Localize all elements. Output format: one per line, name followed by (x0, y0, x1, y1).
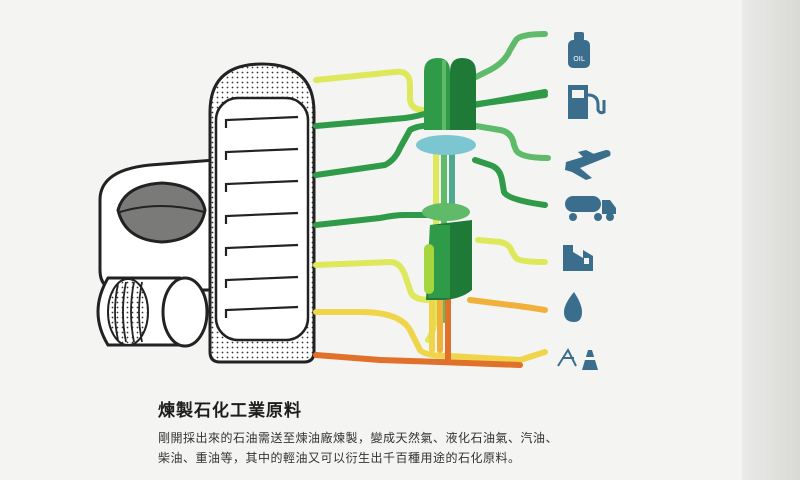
flow-to-plane (467, 122, 551, 161)
caption-title: 煉製石化工業原料 (158, 401, 302, 421)
factory-icon (563, 245, 593, 271)
road-cone-icon (557, 347, 598, 370)
flow-green-3 (313, 212, 433, 228)
caption-body: 剛開採出來的石油需送至煉油廠煉製，變成天然氣、液化石油氣、汽油、 柴油、重油等，… (158, 428, 588, 468)
flow-to-drop (467, 297, 548, 313)
gas-pump-icon (568, 85, 606, 119)
flow-to-oil-bottle (467, 31, 548, 83)
flow-yellow-1 (313, 259, 433, 303)
distillation-column (208, 62, 316, 364)
caption-line-1: 剛開採出來的石油需送至煉油廠煉製，變成天然氣、液化石油氣、汽油、 (158, 431, 559, 445)
flow-yellow-2 (313, 309, 548, 363)
wall-edge (742, 0, 800, 480)
crude-tank (98, 158, 217, 292)
processing-units (416, 58, 476, 300)
flow-pale-yellow-top (313, 68, 433, 114)
flow-to-factory (475, 237, 548, 265)
airplane-icon (565, 150, 611, 180)
oil-drop-icon (564, 292, 582, 322)
product-icons: OIL (557, 32, 616, 370)
flow-orange (313, 352, 523, 368)
pipe-cylinder (96, 276, 209, 348)
tanker-truck-icon (565, 196, 616, 221)
oil-bottle-label: OIL (573, 55, 585, 63)
oil-bottle-icon: OIL (568, 32, 590, 68)
flow-to-gas-pump (467, 92, 548, 108)
caption-line-2: 柴油、重油等，其中的輕油又可以衍生出千百種用途的石化原料。 (158, 451, 521, 465)
flow-to-truck (472, 157, 548, 208)
